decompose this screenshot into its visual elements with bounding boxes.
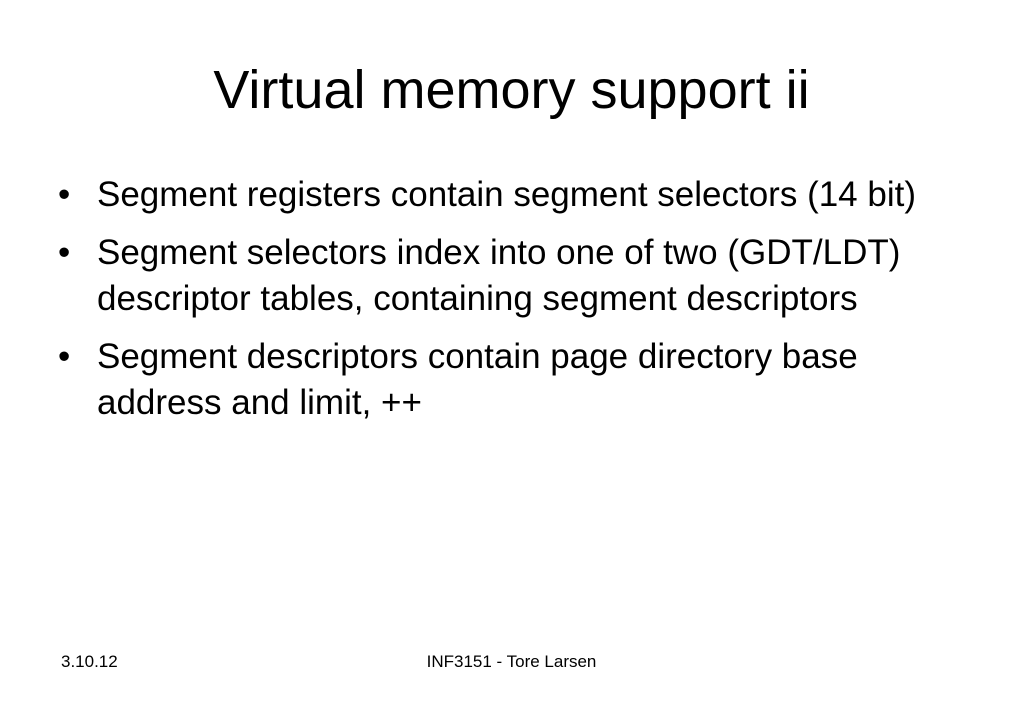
bullet-item: • Segment selectors index into one of tw… xyxy=(58,230,958,322)
bullet-icon: • xyxy=(58,233,71,272)
bullet-text: Segment selectors index into one of two … xyxy=(97,233,901,318)
bullet-item: • Segment descriptors contain page direc… xyxy=(58,334,958,426)
footer-date: 3.10.12 xyxy=(61,652,118,671)
slide-title: Virtual memory support ii xyxy=(213,60,810,120)
bullet-text: Segment descriptors contain page directo… xyxy=(97,337,858,422)
bullet-text: Segment registers contain segment select… xyxy=(97,175,916,214)
bullet-list: • Segment registers contain segment sele… xyxy=(58,172,958,438)
bullet-icon: • xyxy=(58,337,71,376)
bullet-icon: • xyxy=(58,175,71,214)
bullet-item: • Segment registers contain segment sele… xyxy=(58,172,958,218)
footer-course-author: INF3151 - Tore Larsen xyxy=(426,652,597,671)
